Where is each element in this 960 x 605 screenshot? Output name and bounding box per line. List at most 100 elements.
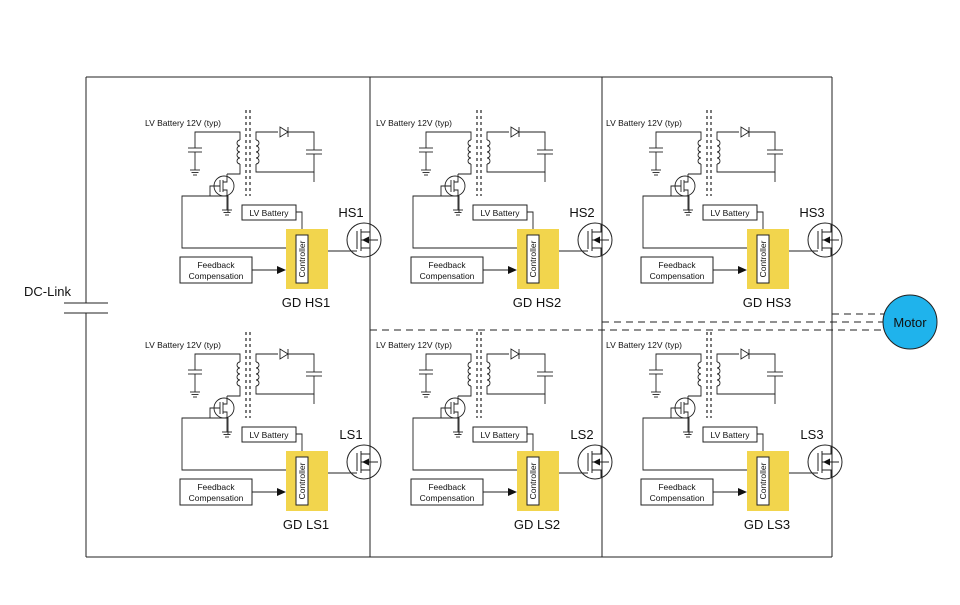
phase-output-lines <box>370 313 884 331</box>
dc-link-capacitor: DC-Link <box>24 284 108 314</box>
transformer-secondary <box>486 126 553 182</box>
gate-driver-label: GD HS2 <box>513 295 561 310</box>
power-switch-icon <box>577 222 613 258</box>
svg-text:Feedback: Feedback <box>428 482 466 492</box>
power-switch-icon <box>807 222 843 258</box>
transformer-secondary <box>486 348 553 404</box>
controller-label: Controller <box>528 462 538 499</box>
controller-block: Controller <box>286 229 328 289</box>
gate-driver-5: LV Battery 12V (typ)LV BatteryFeedbackCo… <box>376 332 613 532</box>
svg-text:Feedback: Feedback <box>197 482 235 492</box>
svg-text:Compensation: Compensation <box>420 493 475 503</box>
switch-label: LS2 <box>570 427 593 442</box>
switch-label: HS1 <box>338 205 363 220</box>
lv-battery-label: LV Battery <box>480 430 520 440</box>
controller-block: Controller <box>747 229 789 289</box>
gate-driver-label: GD HS1 <box>282 295 330 310</box>
lv-battery-typ-label: LV Battery 12V (typ) <box>376 340 452 350</box>
transformer-core <box>476 110 482 196</box>
primary-mosfet-icon <box>440 396 466 438</box>
lv-battery-typ-label: LV Battery 12V (typ) <box>376 118 452 128</box>
transformer-secondary <box>255 126 322 182</box>
gate-driver-3: LV Battery 12V (typ)LV BatteryFeedbackCo… <box>606 110 843 310</box>
transformer-primary <box>649 353 702 398</box>
svg-text:Feedback: Feedback <box>658 260 696 270</box>
controller-label: Controller <box>297 240 307 277</box>
transformer-secondary <box>716 126 783 182</box>
gate-driver-label: GD LS3 <box>744 517 790 532</box>
svg-text:Compensation: Compensation <box>420 271 475 281</box>
svg-text:Feedback: Feedback <box>197 260 235 270</box>
power-switch-icon <box>577 444 613 480</box>
transformer-primary <box>419 353 472 398</box>
lv-battery-label: LV Battery <box>480 208 520 218</box>
lv-battery-label: LV Battery <box>710 430 750 440</box>
svg-text:Feedback: Feedback <box>428 260 466 270</box>
svg-text:Compensation: Compensation <box>650 271 705 281</box>
svg-text:Feedback: Feedback <box>658 482 696 492</box>
dc-bus-frame <box>85 76 833 558</box>
motor: Motor <box>882 294 938 350</box>
transformer-primary <box>188 131 241 176</box>
gate-driver-2: LV Battery 12V (typ)LV BatteryFeedbackCo… <box>376 110 613 310</box>
controller-label: Controller <box>528 240 538 277</box>
controller-block: Controller <box>286 451 328 511</box>
power-switch-icon <box>346 444 382 480</box>
primary-mosfet-icon <box>670 396 696 438</box>
dc-link-label: DC-Link <box>24 284 71 299</box>
primary-mosfet-icon <box>209 174 235 216</box>
transformer-core <box>706 332 712 418</box>
switch-label: LS3 <box>800 427 823 442</box>
lv-battery-label: LV Battery <box>249 430 289 440</box>
primary-mosfet-icon <box>440 174 466 216</box>
transformer-primary <box>649 131 702 176</box>
switch-label: HS2 <box>569 205 594 220</box>
controller-block: Controller <box>517 451 559 511</box>
svg-text:Compensation: Compensation <box>189 493 244 503</box>
primary-mosfet-icon <box>670 174 696 216</box>
controller-label: Controller <box>758 462 768 499</box>
lv-battery-label: LV Battery <box>249 208 289 218</box>
gate-driver-6: LV Battery 12V (typ)LV BatteryFeedbackCo… <box>606 332 843 532</box>
gate-driver-label: GD HS3 <box>743 295 791 310</box>
power-switch-icon <box>346 222 382 258</box>
primary-mosfet-icon <box>209 396 235 438</box>
lv-battery-label: LV Battery <box>710 208 750 218</box>
gate-drivers: LV Battery 12V (typ)LV BatteryFeedbackCo… <box>145 110 843 532</box>
transformer-primary <box>188 353 241 398</box>
transformer-core <box>706 110 712 196</box>
controller-block: Controller <box>517 229 559 289</box>
transformer-core <box>245 332 251 418</box>
switch-label: LS1 <box>339 427 362 442</box>
gate-driver-1: LV Battery 12V (typ)LV BatteryFeedbackCo… <box>145 110 382 310</box>
switch-label: HS3 <box>799 205 824 220</box>
transformer-secondary <box>716 348 783 404</box>
lv-battery-typ-label: LV Battery 12V (typ) <box>145 340 221 350</box>
transformer-secondary <box>255 348 322 404</box>
gate-driver-label: GD LS2 <box>514 517 560 532</box>
lv-battery-typ-label: LV Battery 12V (typ) <box>606 118 682 128</box>
motor-label: Motor <box>893 315 927 330</box>
lv-battery-typ-label: LV Battery 12V (typ) <box>606 340 682 350</box>
svg-text:Compensation: Compensation <box>189 271 244 281</box>
svg-text:Compensation: Compensation <box>650 493 705 503</box>
controller-label: Controller <box>758 240 768 277</box>
controller-label: Controller <box>297 462 307 499</box>
power-switch-icon <box>807 444 843 480</box>
gate-driver-4: LV Battery 12V (typ)LV BatteryFeedbackCo… <box>145 332 382 532</box>
lv-battery-typ-label: LV Battery 12V (typ) <box>145 118 221 128</box>
controller-block: Controller <box>747 451 789 511</box>
transformer-core <box>245 110 251 196</box>
motor-circle <box>882 294 938 350</box>
transformer-primary <box>419 131 472 176</box>
transformer-core <box>476 332 482 418</box>
gate-driver-label: GD LS1 <box>283 517 329 532</box>
